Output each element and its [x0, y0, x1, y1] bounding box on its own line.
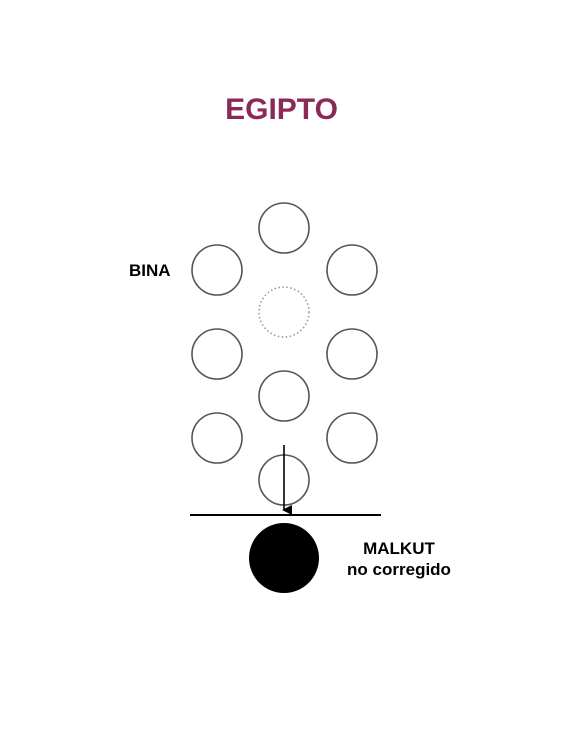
sefira-circle-upper-right	[326, 244, 378, 296]
sefira-circle-top	[258, 202, 310, 254]
bina-label: BINA	[129, 261, 171, 280]
diagram-title: EGIPTO	[225, 93, 338, 126]
malkut-status: no corregido	[347, 560, 451, 579]
sefira-circle-bina	[191, 244, 243, 296]
sefira-circle-lower-right	[326, 412, 378, 464]
sefira-circle-hidden	[258, 286, 310, 338]
sefira-circle-lower-left	[191, 412, 243, 464]
sefira-circle-middle-left	[191, 328, 243, 380]
malkut-label: MALKUT no corregido	[331, 538, 467, 580]
sefira-circle-center	[258, 370, 310, 422]
sefira-circle-middle-right	[326, 328, 378, 380]
malkut-circle	[249, 523, 319, 593]
malkut-name: MALKUT	[363, 539, 435, 558]
